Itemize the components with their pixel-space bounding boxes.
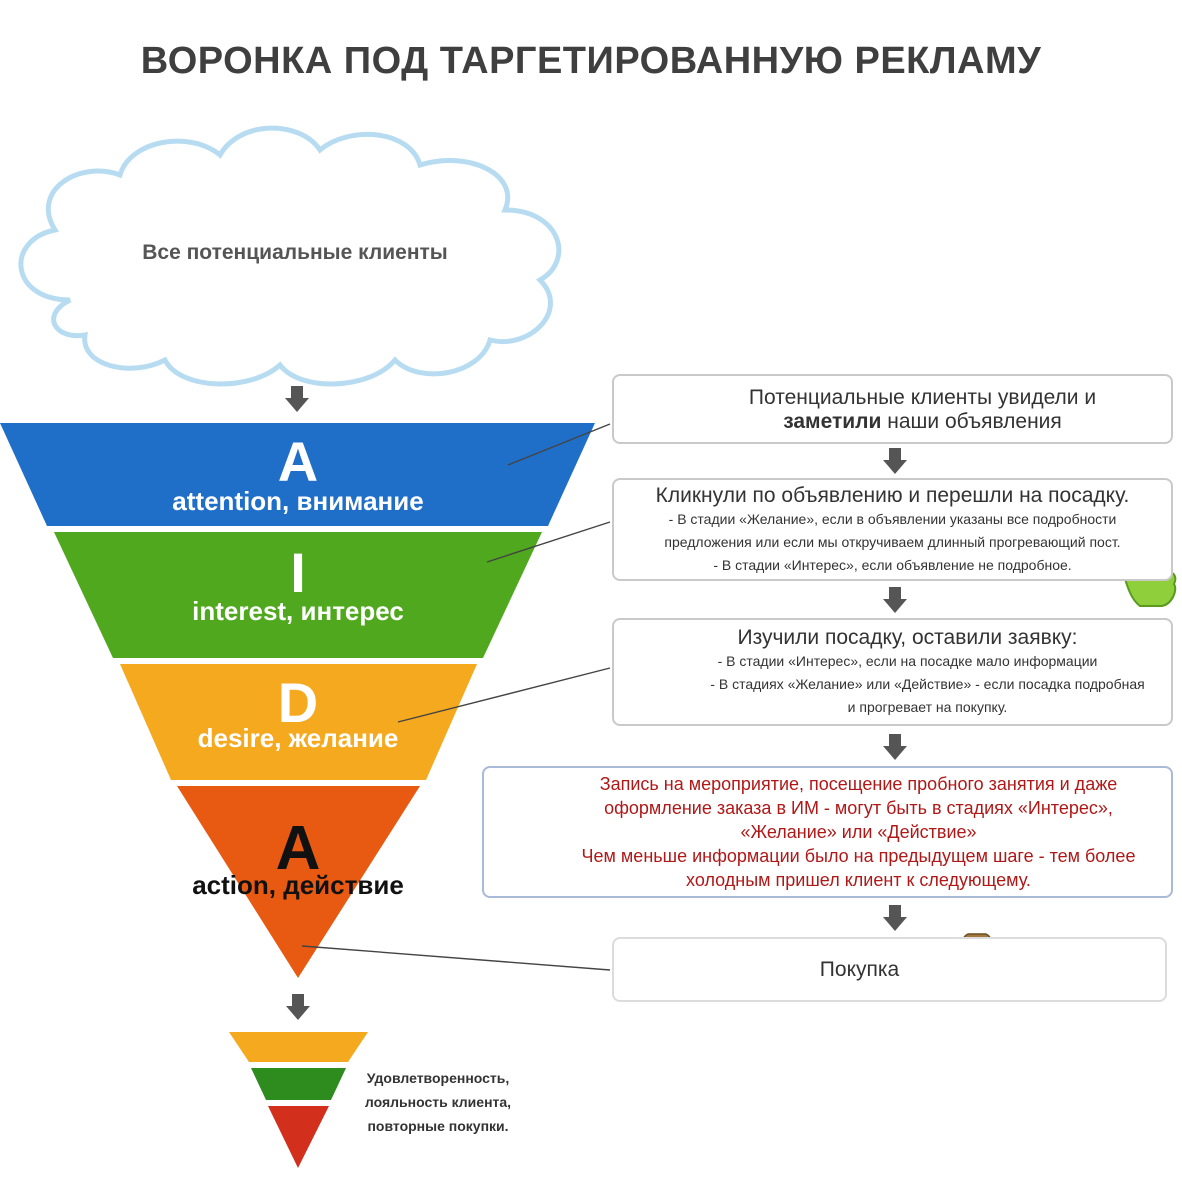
step-action-line: Чем меньше информации было на предыдущем…	[581, 846, 1136, 866]
arrow-down-icon	[285, 386, 309, 412]
band-desire-label: desire, желание	[197, 723, 399, 753]
step-attention-bold: заметили	[783, 410, 882, 433]
arrow-down-icon	[883, 587, 907, 613]
cloud-shape	[18, 125, 562, 387]
band-interest	[54, 532, 542, 658]
loyalty-caption: Удовлетворенность, лояльность клиента, п…	[348, 1066, 528, 1138]
step-attention-line1: Потенциальные клиенты увидели и	[748, 386, 1097, 409]
band-attention-letter: A	[277, 430, 319, 493]
step-attention-rest: наши объявления	[887, 410, 1062, 433]
step-action-box: Запись на мероприятие, посещение пробног…	[482, 766, 1173, 898]
band-interest-label: interest, интерес	[192, 596, 404, 626]
loyalty-line: лояльность клиента,	[364, 1094, 512, 1110]
step-action-line: холодным пришел клиент к следующему.	[686, 870, 1031, 890]
cloud-label: Все потенциальные клиенты	[142, 241, 448, 264]
step-interest-note: - В стадии «Интерес», если объявление не…	[713, 557, 1072, 573]
band-desire-letter: D	[277, 671, 319, 734]
band-action-label: action, действие	[192, 870, 404, 900]
step-action-line: Запись на мероприятие, посещение пробног…	[599, 774, 1118, 794]
band-action-letter: A	[275, 814, 321, 883]
band-action	[177, 786, 420, 978]
arrow-down-icon	[286, 994, 310, 1020]
step-desire-note: - В стадии «Интерес», если на посадке ма…	[717, 653, 1098, 669]
loyalty-line: Удовлетворенность,	[366, 1070, 510, 1086]
band-interest-letter: I	[290, 541, 306, 604]
page-title: ВОРОНКА ПОД ТАРГЕТИРОВАННУЮ РЕКЛАМУ	[140, 40, 1042, 82]
step-purchase-label: Покупка	[819, 958, 900, 981]
step-interest-box: Кликнули по объявлению и перешли на поса…	[612, 478, 1173, 581]
loyalty-band-2	[251, 1068, 346, 1100]
step-attention-line2: заметили наши объявления	[674, 410, 1171, 434]
loyalty-line: повторные покупки.	[367, 1118, 509, 1134]
band-attention	[0, 423, 595, 526]
band-desire	[120, 664, 477, 780]
flow-arrows	[285, 386, 907, 1020]
step-action-line: оформление заказа в ИМ - могут быть в ст…	[604, 798, 1113, 818]
step-desire-note: - В стадиях «Желание» или «Действие» - е…	[710, 676, 1145, 692]
arrow-down-icon	[883, 905, 907, 931]
arrow-down-icon	[883, 734, 907, 760]
arrow-down-icon	[883, 448, 907, 474]
connector-lines	[301, 423, 611, 971]
loyalty-band-3	[268, 1106, 329, 1168]
step-desire-note: и прогревает на покупку.	[847, 699, 1008, 715]
step-interest-heading: Кликнули по объявлению и перешли на поса…	[655, 484, 1130, 507]
step-interest-note: предложения или если мы откручиваем длин…	[664, 534, 1121, 550]
loyalty-band-1	[229, 1032, 368, 1062]
aida-funnel	[0, 423, 595, 978]
step-attention-box: Потенциальные клиенты увидели и заметили…	[612, 374, 1173, 444]
step-interest-note: - В стадии «Желание», если в объявлении …	[668, 511, 1117, 527]
step-desire-heading: Изучили посадку, оставили заявку:	[737, 626, 1078, 649]
step-purchase-box: Покупка	[612, 937, 1167, 1002]
loyalty-funnel	[229, 1032, 368, 1168]
step-action-line: «Желание» или «Действие»	[740, 822, 977, 842]
band-attention-label: attention, внимание	[172, 486, 424, 516]
step-desire-box: Изучили посадку, оставили заявку: - В ст…	[612, 618, 1173, 726]
